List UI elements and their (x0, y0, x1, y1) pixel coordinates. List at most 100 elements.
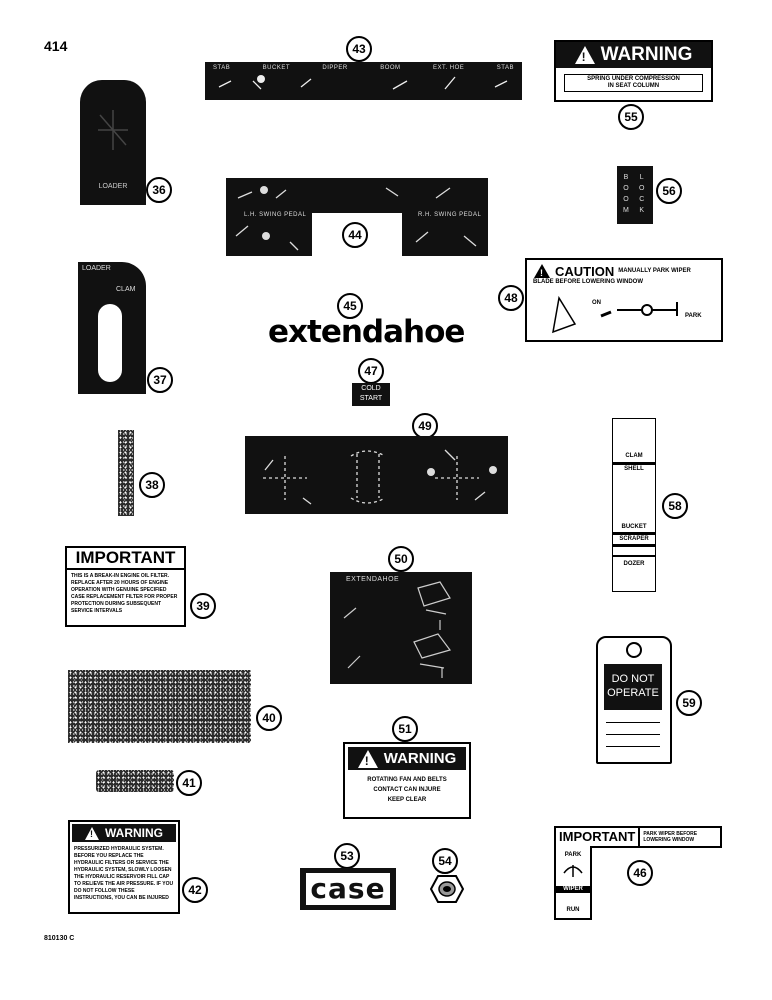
caution-triangle-icon: ! (534, 264, 550, 278)
decal-43-label-stab-left: STAB (213, 65, 231, 71)
warning-triangle-icon: ! (574, 46, 595, 64)
callout-55: 55 (618, 104, 644, 130)
wiper-symbol-icon (563, 865, 583, 877)
decal-37-line-2: CLAM (116, 286, 136, 293)
decal-51-warning: ! WARNING ROTATING FAN AND BELTS CONTACT… (343, 742, 471, 819)
decal-53-text: case (306, 873, 390, 905)
callout-48: 48 (498, 285, 524, 311)
decal-43-label-boom: BOOM (380, 65, 401, 71)
decal-47-cold-start: COLD START (352, 383, 390, 406)
decal-49-arrows-icon (263, 449, 497, 505)
warning-triangle-icon: ! (357, 749, 378, 768)
decal-55-warning: ! WARNING SPRING UNDER COMPRESSION IN SE… (554, 40, 713, 102)
decal-44-left-label: L.H. SWING PEDAL (244, 212, 307, 218)
decal-37-slot (98, 304, 122, 382)
decal-58-label-scraper: SCRAPER (619, 536, 649, 542)
wiper-lever-icon (552, 295, 678, 334)
decal-59-do-not-operate: DO NOT OPERATE (604, 664, 662, 710)
svg-text:!: ! (540, 268, 543, 278)
decal-56-boom-letter: B (623, 174, 629, 181)
decal-46-important: IMPORTANT PARK WIPER BEFORE LOWERING WIN… (554, 826, 722, 920)
decal-42-header-text: WARNING (105, 826, 163, 840)
callout-38: 38 (139, 472, 165, 498)
decal-38-nonslip-strip (118, 430, 134, 516)
decal-48-line-1: MANUALLY PARK WIPER (618, 267, 691, 274)
decal-48-caution: ! CAUTION MANUALLY PARK WIPER BLADE BEFO… (525, 258, 723, 342)
decal-46-run-label: RUN (566, 907, 580, 913)
decal-43-arrow-icons (218, 75, 508, 90)
callout-46: 46 (627, 860, 653, 886)
callout-50: 50 (388, 546, 414, 572)
decal-46-text: PARK WIPER BEFORE LOWERING WINDOW (643, 831, 698, 843)
decal-46-wiper-label: WIPER (556, 886, 590, 893)
decal-56-boom-letter: O (623, 185, 629, 192)
decal-48-on: ON (592, 300, 601, 306)
callout-53: 53 (334, 843, 360, 869)
callout-56: 56 (656, 178, 682, 204)
decal-53-case-logo: case (300, 868, 396, 910)
decal-50-extendahoe-panel: EXTENDAHOE (330, 572, 472, 684)
decal-48-park: PARK (685, 313, 702, 319)
decal-58-label-dozer: DOZER (623, 561, 645, 567)
callout-37: 37 (147, 367, 173, 393)
callout-47: 47 (358, 358, 384, 384)
decal-59-line-2: OPERATE (607, 687, 659, 699)
decal-55-line-2: IN SEAT COLUMN (607, 83, 660, 89)
decal-43-label-stab-right: STAB (496, 65, 514, 71)
callout-43: 43 (346, 36, 372, 62)
decal-44-swing-pedal: L.H. SWING PEDAL R.H. SWING PEDAL (226, 178, 488, 256)
decal-51-header-text: WARNING (383, 750, 457, 767)
callout-59: 59 (676, 690, 702, 716)
decal-48-line-2: BLADE BEFORE LOWERING WINDOW (533, 279, 643, 285)
decal-36-arrows-icon (98, 110, 128, 150)
decal-44-arrows-icon (235, 186, 477, 251)
tag-eyelet-icon (626, 642, 642, 658)
decal-51-line-3: KEEP CLEAR (387, 797, 427, 803)
callout-39: 39 (190, 593, 216, 619)
decal-47-line-1: COLD (361, 385, 381, 392)
decal-51-line-2: CONTACT CAN INJURE (373, 787, 441, 793)
decal-37-loader-clam: LOADER CLAM (78, 262, 146, 394)
decal-48-header: CAUTION (555, 263, 615, 279)
decal-56-lock-letter: L (639, 174, 644, 181)
decal-40-nonslip-panel (68, 670, 251, 743)
decal-42-body: PRESSURIZED HYDRAULIC SYSTEM. BEFORE YOU… (74, 846, 174, 901)
decal-47-line-2: START (359, 395, 383, 402)
decal-39-header: IMPORTANT (67, 548, 184, 570)
decal-50-title: EXTENDAHOE (346, 576, 400, 583)
decal-41-reflector (96, 770, 174, 792)
callout-41: 41 (176, 770, 202, 796)
hex-nut-icon (430, 875, 464, 903)
decal-39-body: THIS IS A BREAK-IN ENGINE OIL FILTER. RE… (71, 573, 178, 614)
decal-43-control-strip: STAB BUCKET DIPPER BOOM EXT. HOE STAB (205, 62, 522, 100)
decal-44-right-label: R.H. SWING PEDAL (418, 212, 482, 218)
decal-49-joystick-pattern (245, 436, 508, 514)
callout-44: 44 (342, 222, 368, 248)
decal-42-warning: ! WARNING PRESSURIZED HYDRAULIC SYSTEM. … (68, 820, 180, 914)
decal-51-header: ! WARNING (348, 747, 466, 770)
decal-39-important: IMPORTANT THIS IS A BREAK-IN ENGINE OIL … (65, 546, 186, 627)
callout-54: 54 (432, 848, 458, 874)
decal-37-line-1: LOADER (82, 265, 111, 272)
decal-36-loader: LOADER (80, 80, 146, 205)
decal-58-label-bucket: BUCKET (621, 524, 647, 530)
decal-59-tag: DO NOT OPERATE (596, 636, 672, 764)
decal-59-line-1: DO NOT (611, 673, 655, 685)
decal-46-header: IMPORTANT (556, 828, 641, 846)
decal-58-label-shell: SHELL (624, 466, 644, 472)
callout-51: 51 (392, 716, 418, 742)
callout-40: 40 (256, 705, 282, 731)
decal-36-label: LOADER (98, 183, 128, 190)
callout-42: 42 (182, 877, 208, 903)
decal-56-lock-letter: K (639, 207, 645, 214)
decal-56-lock-letter: C (639, 196, 645, 203)
decal-43-label-bucket: BUCKET (262, 65, 290, 71)
decal-43-label-dipper: DIPPER (322, 65, 348, 71)
decal-42-header: ! WARNING (72, 824, 176, 842)
callout-58: 58 (662, 493, 688, 519)
page-number: 414 (44, 38, 68, 54)
callout-49: 49 (412, 413, 438, 439)
decal-51-line-1: ROTATING FAN AND BELTS (367, 777, 447, 783)
callout-36: 36 (146, 177, 172, 203)
decal-43-label-ext-hoe: EXT. HOE (432, 65, 465, 71)
